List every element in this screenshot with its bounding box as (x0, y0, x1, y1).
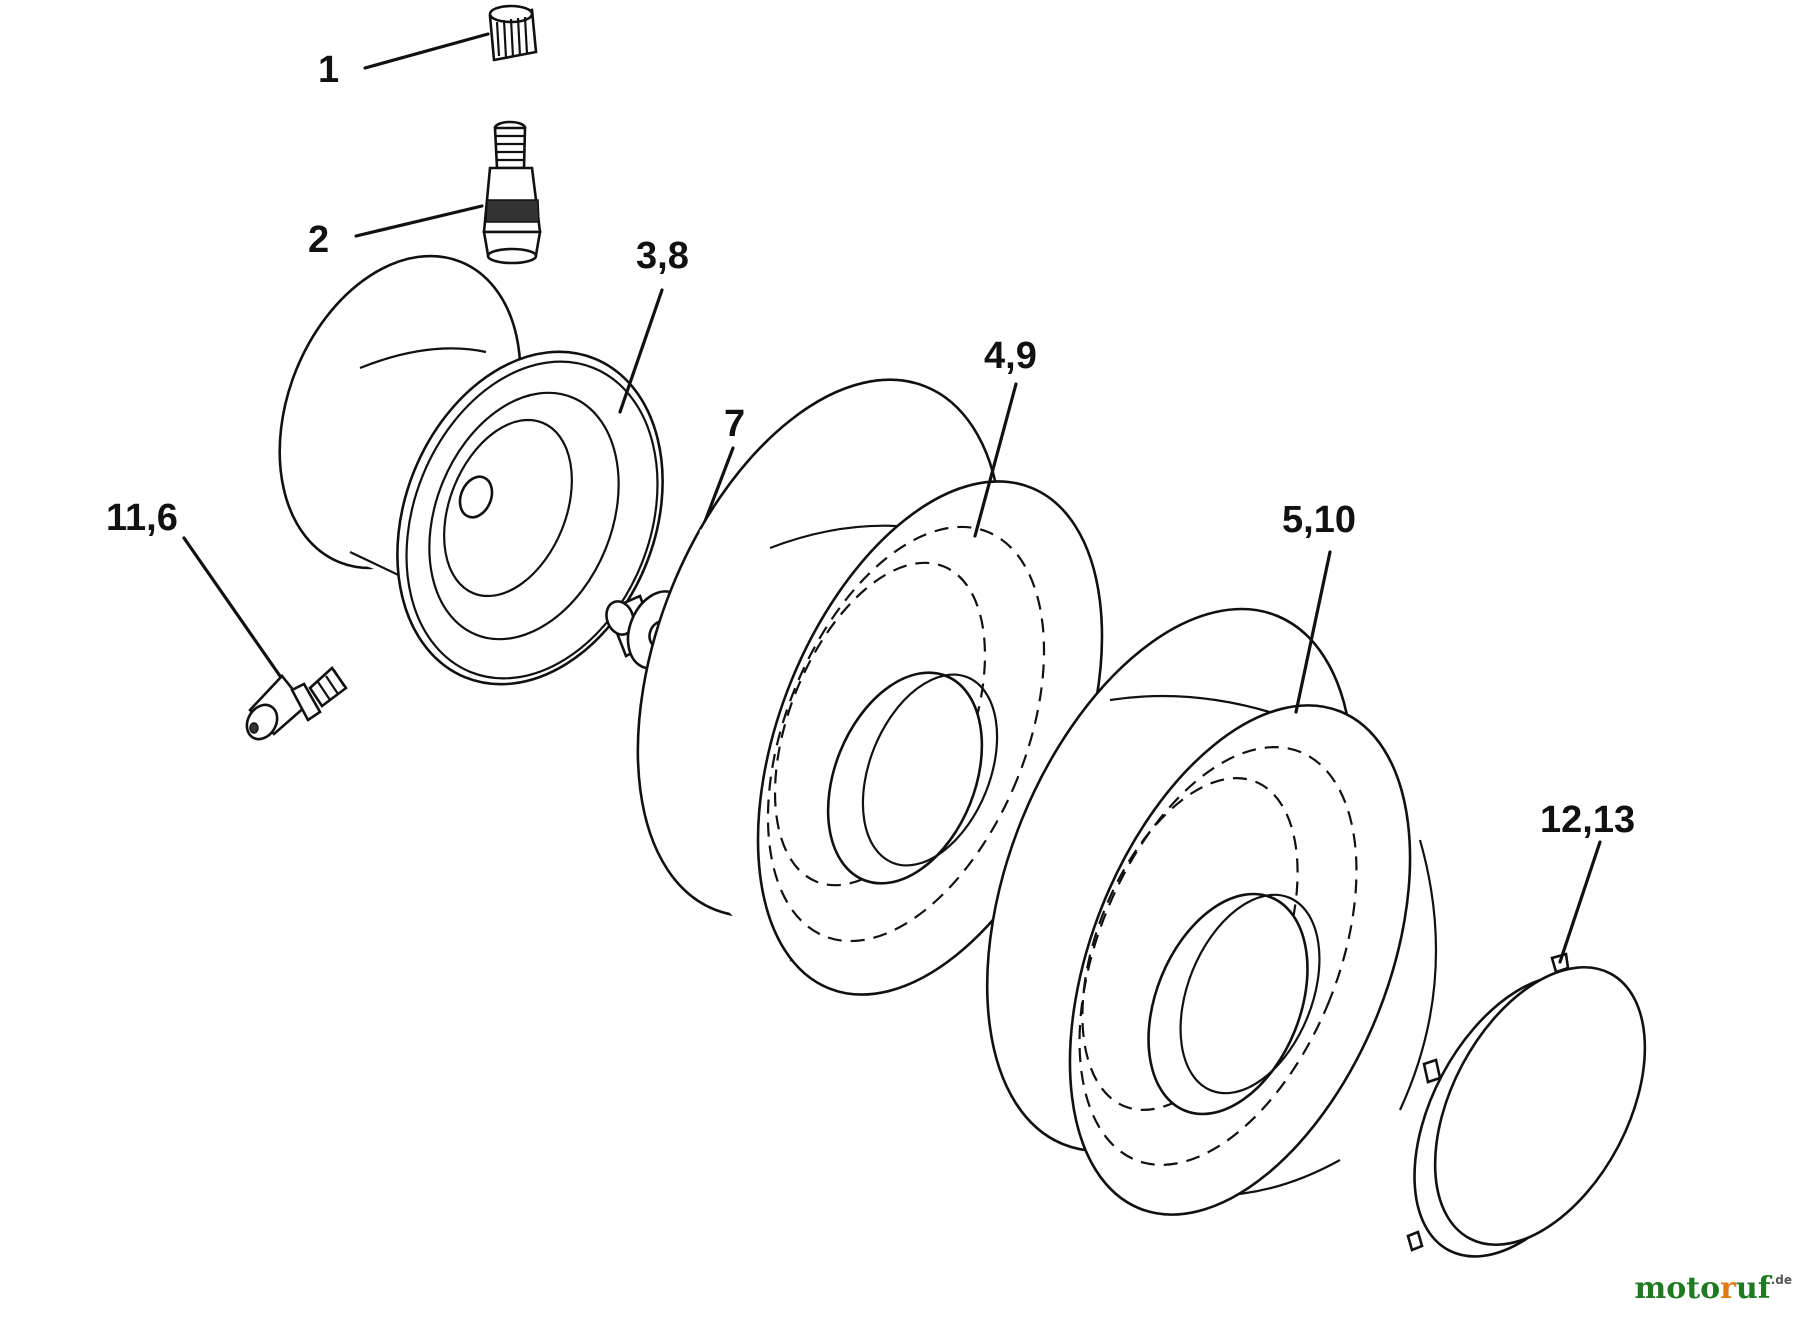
watermark-logo: motoruf.de (1635, 1274, 1792, 1304)
tire-part-b (985, 550, 1438, 1216)
label-valve-stem: 2 (308, 219, 329, 261)
valve-stem-part (354, 120, 542, 265)
label-hub-cap: 12,13 (1540, 799, 1635, 841)
label-tire-a: 4,9 (984, 335, 1037, 377)
hub-cap-part (1406, 840, 1647, 1258)
label-cap: 1 (318, 49, 339, 91)
label-grease-fitting: 11,6 (106, 497, 178, 539)
watermark-prefix: moto (1634, 1271, 1721, 1306)
label-tire-b: 5,10 (1282, 499, 1356, 541)
valve-cap-part (363, 4, 538, 70)
rim-part (278, 254, 664, 686)
grease-fitting-part (182, 536, 348, 741)
label-bushing: 7 (724, 403, 745, 445)
watermark-suffix: uf (1735, 1271, 1771, 1306)
label-rim: 3,8 (636, 235, 689, 277)
watermark-accent: r (1720, 1271, 1736, 1306)
watermark-tld: .de (1770, 1273, 1792, 1287)
